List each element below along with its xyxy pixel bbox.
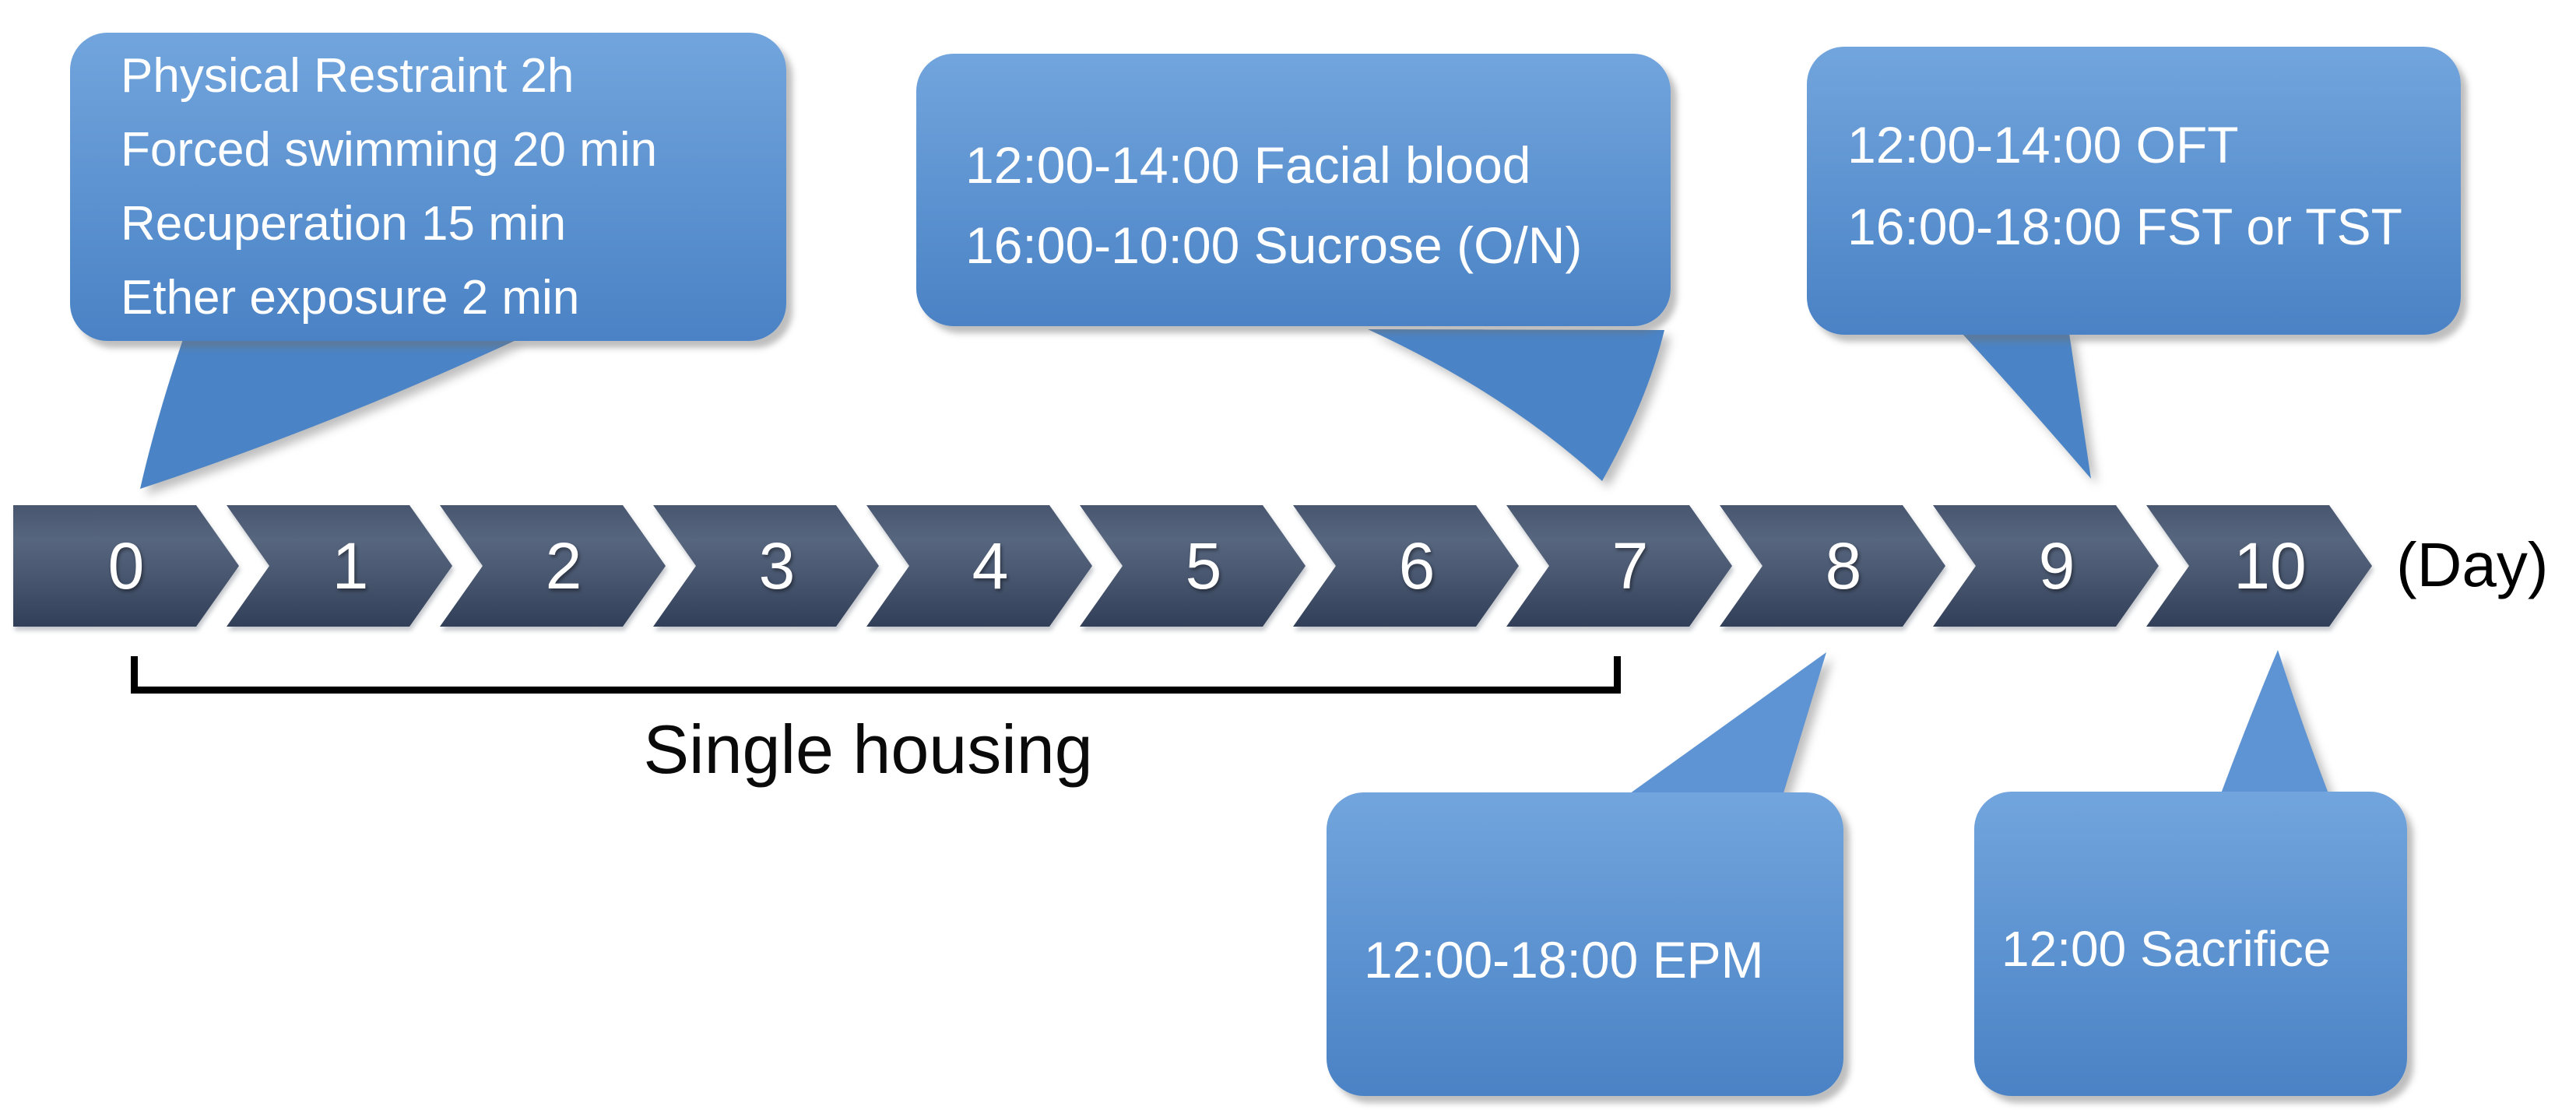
single-housing-label: Single housing <box>643 711 1093 788</box>
callout-line: Physical Restraint 2h <box>121 49 575 103</box>
stress-protocol-tail <box>140 339 518 489</box>
day-segment-6: 6 <box>1293 505 1519 627</box>
day-label: 0 <box>107 529 145 602</box>
day-segment-1: 1 <box>227 505 452 627</box>
day-segment-7: 7 <box>1506 505 1732 627</box>
blood-sucrose-text: 12:00-14:00 Facial blood 16:00-10:00 Suc… <box>965 125 1671 286</box>
oft-fst-callout: 12:00-14:00 OFT 16:00-18:00 FST or TST <box>1807 47 2461 335</box>
day-axis-label: (Day) <box>2396 530 2549 599</box>
blood-sucrose-tail <box>1368 329 1664 481</box>
sacrifice-callout: 12:00 Sacrifice <box>1974 792 2407 1096</box>
single-housing-bracket <box>131 656 1621 694</box>
day-segment-3: 3 <box>653 505 879 627</box>
sacrifice-text: 12:00 Sacrifice <box>2001 915 2407 983</box>
day-segment-9: 9 <box>1933 505 2159 627</box>
day-label: 3 <box>758 529 796 602</box>
stress-protocol-callout: Physical Restraint 2h Forced swimming 20… <box>70 33 786 341</box>
callout-line: Recuperation 15 min <box>121 197 567 251</box>
day-segment-10: 10 <box>2146 505 2372 627</box>
day-segment-2: 2 <box>440 505 666 627</box>
epm-text: 12:00-18:00 EPM <box>1364 925 1843 995</box>
callout-line: 12:00-14:00 Facial blood <box>965 136 1531 194</box>
oft-fst-tail <box>1962 333 2091 479</box>
day-label: 2 <box>545 529 582 602</box>
day-segment-8: 8 <box>1720 505 1945 627</box>
day-segment-0: 0 <box>13 505 239 627</box>
oft-fst-text: 12:00-14:00 OFT 16:00-18:00 FST or TST <box>1847 104 2461 268</box>
day-label: 9 <box>2038 529 2075 602</box>
day-label: 4 <box>972 529 1009 602</box>
callout-line: Ether exposure 2 min <box>121 271 580 325</box>
callout-line: 16:00-18:00 FST or TST <box>1847 198 2402 255</box>
day-label: 6 <box>1398 529 1436 602</box>
day-label: 5 <box>1185 529 1222 602</box>
callout-line: Forced swimming 20 min <box>121 123 658 177</box>
callout-line: 12:00-14:00 OFT <box>1847 116 2239 174</box>
sacrifice-tail <box>2220 650 2329 796</box>
epm-tail <box>1627 652 1826 796</box>
callout-line: 12:00-18:00 EPM <box>1364 931 1764 989</box>
day-segment-4: 4 <box>866 505 1092 627</box>
callout-line: 12:00 Sacrifice <box>2001 920 2332 977</box>
stress-protocol-text: Physical Restraint 2h Forced swimming 20… <box>121 39 786 335</box>
blood-sucrose-callout: 12:00-14:00 Facial blood 16:00-10:00 Suc… <box>916 54 1671 326</box>
callout-line: 16:00-10:00 Sucrose (O/N) <box>965 216 1583 274</box>
day-label: 7 <box>1611 529 1649 602</box>
day-label: 8 <box>1825 529 1862 602</box>
day-segment-5: 5 <box>1080 505 1306 627</box>
day-label: 1 <box>332 529 369 602</box>
epm-callout: 12:00-18:00 EPM <box>1327 792 1843 1096</box>
day-label: 10 <box>2233 529 2307 602</box>
